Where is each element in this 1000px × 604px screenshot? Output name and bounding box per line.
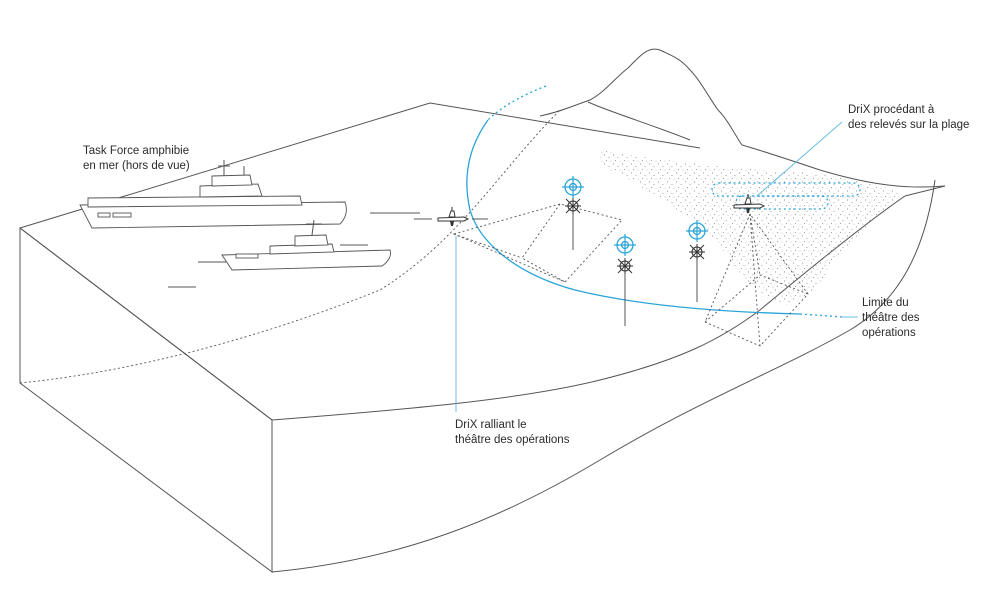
drix-survey-label: DriX procédant à des relevés sur la plag… [848, 103, 969, 133]
theatre-limit-label: Limite du théâtre des opérations [862, 296, 920, 341]
target-icon [614, 234, 636, 256]
mine-icon [565, 198, 581, 214]
mine-icon [689, 244, 705, 260]
target-icon [562, 176, 584, 198]
drix-rallying-label: DriX ralliant le théâtre des opérations [455, 418, 569, 448]
theatre-limit-dotted [488, 86, 546, 120]
drone-boat-icon [438, 207, 468, 226]
task-force-label: Task Force amphibie en mer (hors de vue) [83, 144, 190, 174]
mine-icon [617, 258, 633, 274]
theatre-limit-dotted-end [800, 314, 842, 317]
drix-rallying [414, 204, 622, 412]
